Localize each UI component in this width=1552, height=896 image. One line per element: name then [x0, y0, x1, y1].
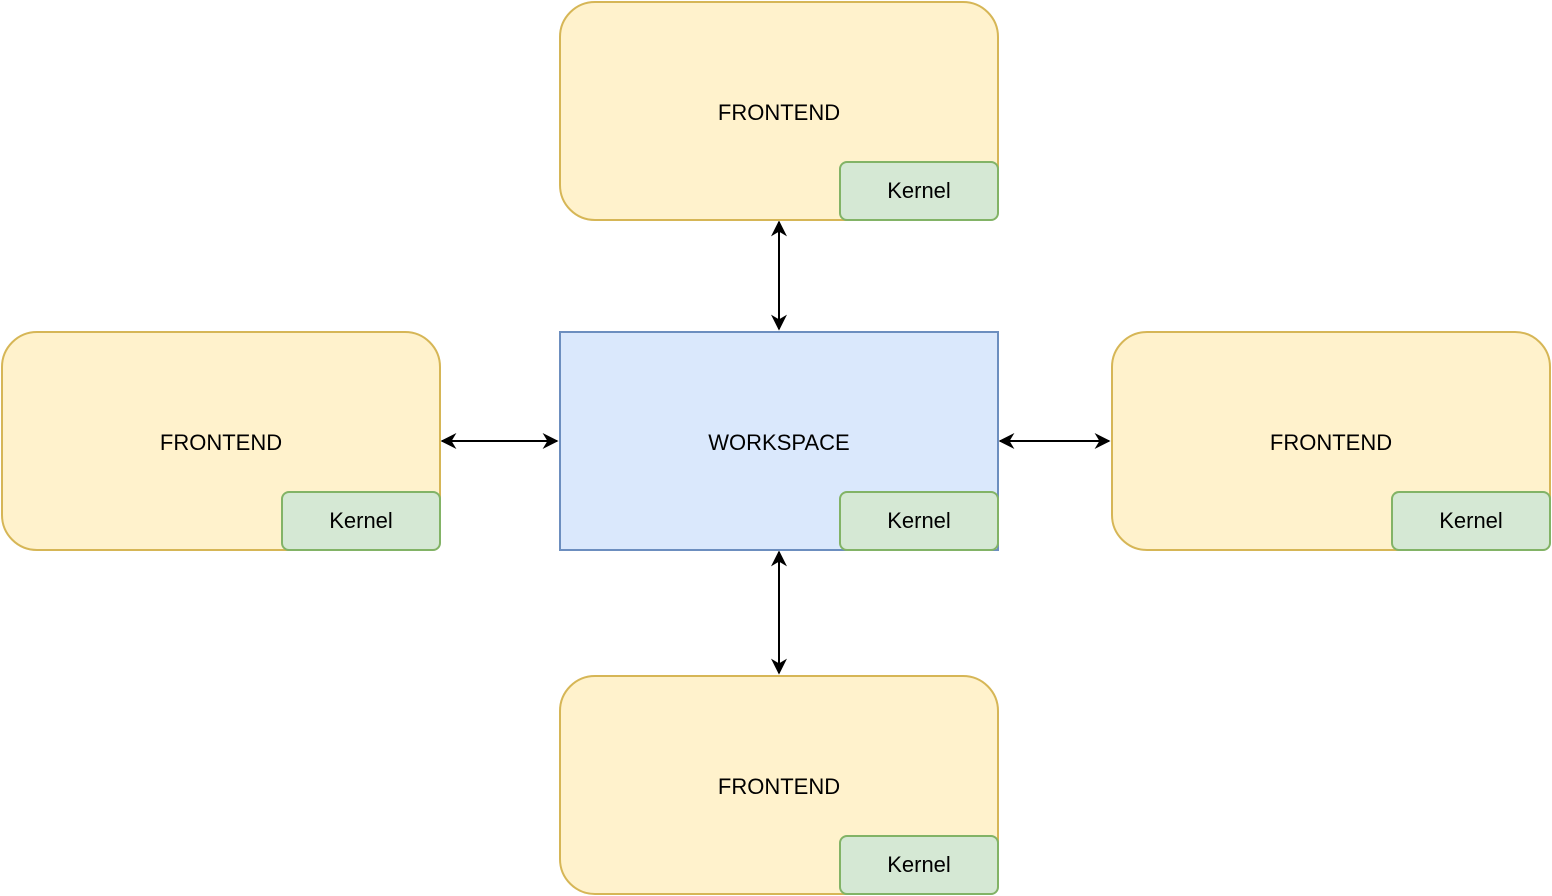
frontend-top-kernel[interactable]: Kernel — [839, 161, 999, 221]
workspace-label: WORKSPACE — [708, 430, 850, 455]
frontend-bottom-label: FRONTEND — [717, 774, 841, 799]
frontend-left-label: FRONTEND — [159, 430, 283, 455]
workspace-kernel[interactable]: Kernel — [839, 491, 999, 551]
frontend-right-kernel[interactable]: Kernel — [1391, 491, 1551, 551]
frontend-bottom-kernel[interactable]: Kernel — [839, 835, 999, 895]
frontend-right-label: FRONTEND — [1269, 430, 1393, 455]
frontend-left-node[interactable]: FRONTEND — [1, 331, 441, 551]
frontend-top-node[interactable]: FRONTEND — [559, 1, 999, 221]
frontend-left-kernel[interactable]: Kernel — [281, 491, 441, 551]
frontend-top-label: FRONTEND — [717, 100, 841, 125]
